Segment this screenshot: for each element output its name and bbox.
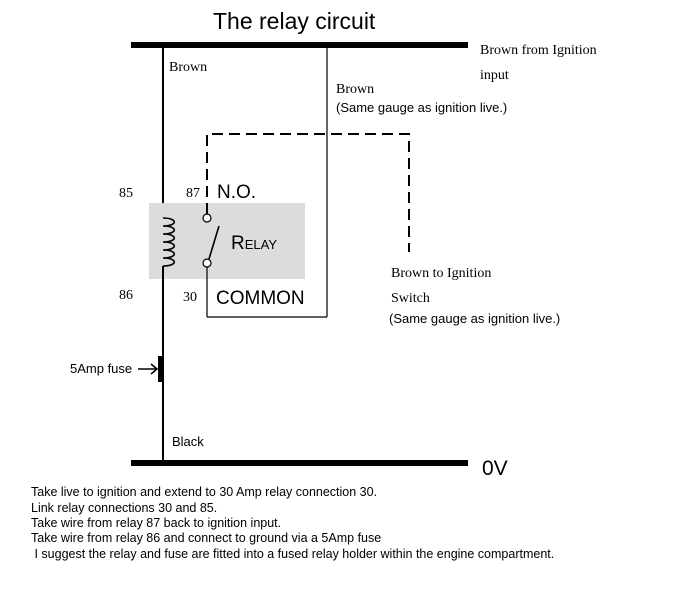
label-relay: Relay [231, 233, 277, 254]
relay-body [149, 203, 305, 279]
instruction-notes: Take live to ignition and extend to 30 A… [31, 485, 554, 561]
label-brown-to-ignition: Brown to Ignition [391, 266, 491, 281]
label-pin-30: 30 [183, 290, 197, 305]
label-switch: Switch [391, 291, 430, 306]
note-line: I suggest the relay and fuse are fitted … [31, 547, 554, 561]
common-contact [202, 258, 212, 268]
label-pin-85: 85 [119, 186, 133, 201]
label-fuse: 5Amp fuse [70, 361, 132, 376]
no-contact [202, 213, 212, 223]
label-same-gauge-2: (Same gauge as ignition live.) [389, 311, 560, 326]
label-pin-86: 86 [119, 288, 133, 303]
note-line: Take wire from relay 86 and connect to g… [31, 531, 381, 545]
note-line: Take wire from relay 87 back to ignition… [31, 516, 281, 530]
label-brown-left: Brown [169, 60, 207, 75]
label-same-gauge-1: (Same gauge as ignition live.) [336, 100, 507, 115]
diagram-title: The relay circuit [213, 8, 376, 34]
relay-switch-arm [208, 225, 220, 260]
label-brown-right: Brown [336, 82, 374, 97]
relay-coil [162, 217, 176, 267]
label-zero-v: 0V [482, 457, 508, 480]
fuse-arrow-head [150, 363, 159, 375]
label-pin-87: 87 [186, 186, 200, 201]
fuse-body [158, 356, 164, 382]
label-brown-from-ignition: Brown from Ignition [480, 43, 597, 58]
label-black: Black [172, 434, 204, 449]
dashed-ignition-switch-wire [206, 133, 410, 252]
label-common: COMMON [216, 288, 305, 309]
note-line: Take live to ignition and extend to 30 A… [31, 485, 377, 499]
label-no: N.O. [217, 182, 256, 203]
label-input: input [480, 68, 509, 83]
note-line: Link relay connections 30 and 85. [31, 501, 217, 515]
